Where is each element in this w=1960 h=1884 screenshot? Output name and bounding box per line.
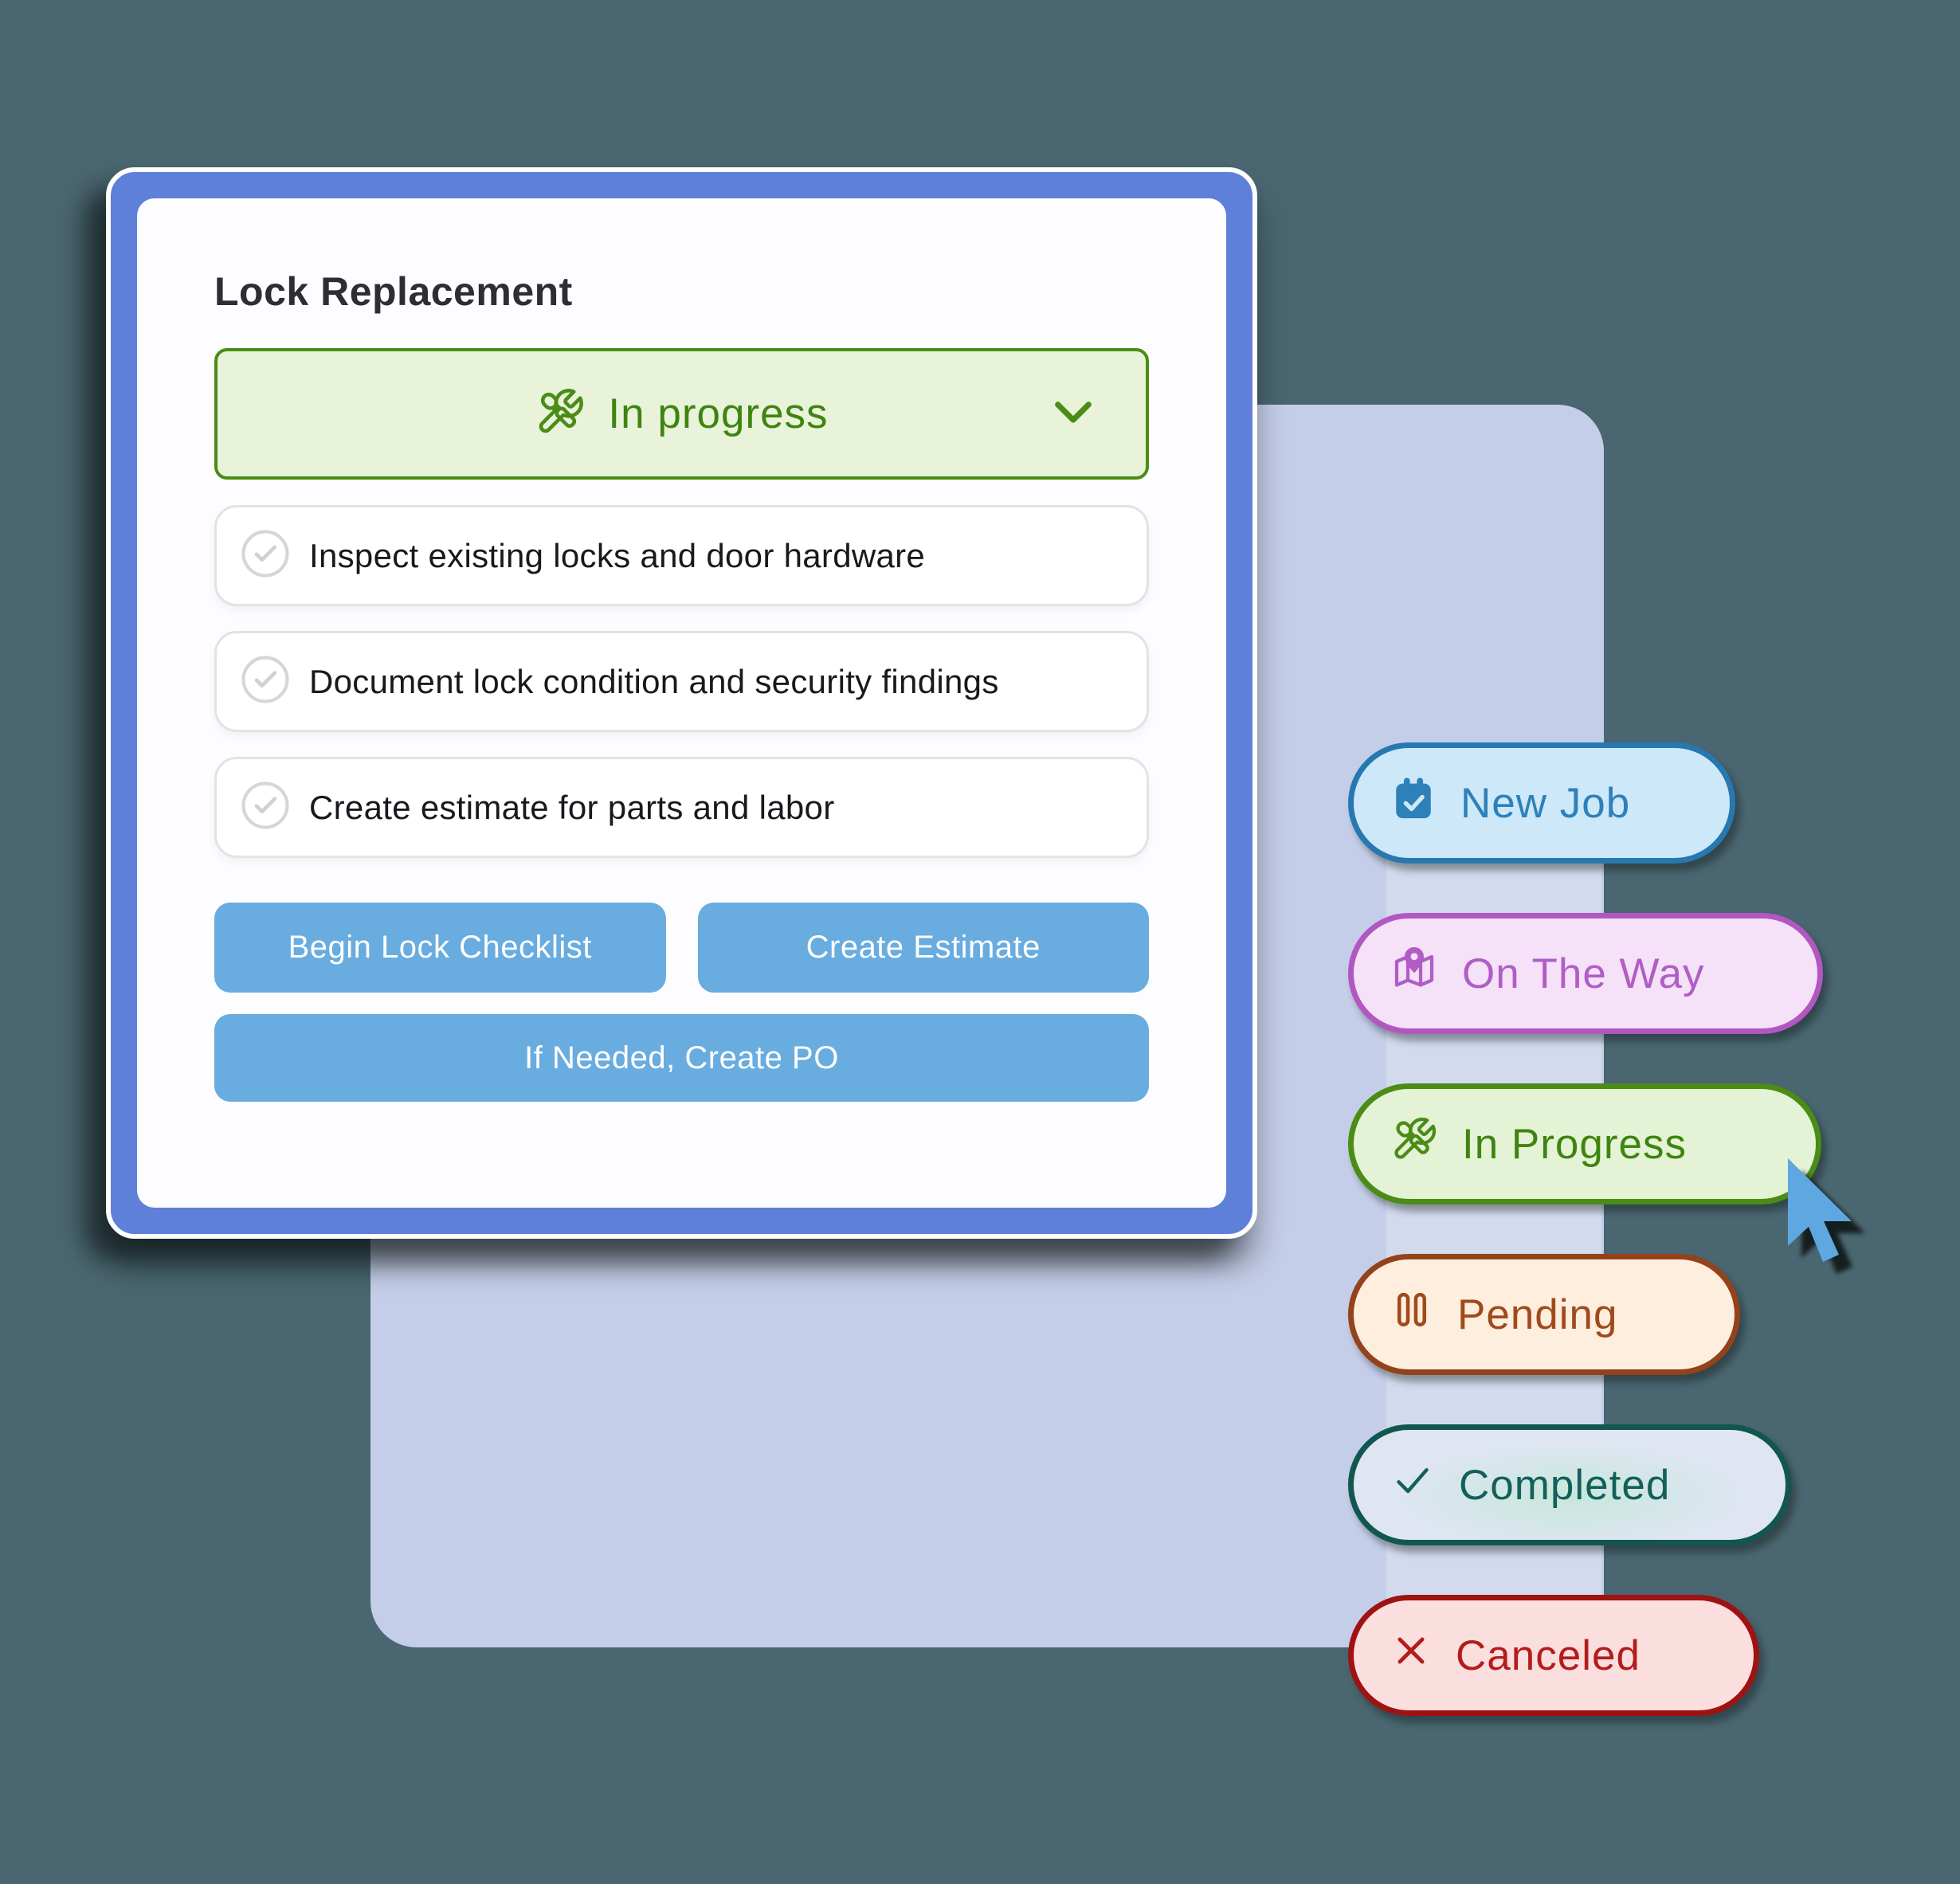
- create-estimate-button[interactable]: Create Estimate: [697, 903, 1149, 993]
- status-pill-in-progress[interactable]: In Progress: [1348, 1083, 1821, 1204]
- checklist-item-label: Document lock condition and security fin…: [309, 662, 999, 700]
- action-button-row: Begin Lock Checklist Create Estimate: [214, 903, 1149, 993]
- check-icon: [1390, 1458, 1435, 1513]
- circle-check-icon: [239, 653, 292, 710]
- status-pill-label: Completed: [1459, 1461, 1671, 1509]
- status-pill-label: New Job: [1460, 779, 1631, 827]
- job-card-body: Lock Replacement In progress: [137, 198, 1226, 1208]
- page-title: Lock Replacement: [214, 269, 573, 314]
- status-dropdown[interactable]: In progress: [214, 348, 1149, 480]
- map-pin-icon: [1390, 945, 1438, 1003]
- status-pill-pending[interactable]: Pending: [1348, 1254, 1740, 1375]
- checklist-item-label: Create estimate for parts and labor: [309, 788, 835, 826]
- circle-check-icon: [239, 779, 292, 836]
- checklist-item-estimate[interactable]: Create estimate for parts and labor: [214, 757, 1149, 858]
- tools-icon: [1390, 1115, 1438, 1173]
- job-card: Lock Replacement In progress: [106, 167, 1257, 1239]
- status-pill-label: In Progress: [1462, 1120, 1688, 1168]
- chevron-down-icon: [1047, 386, 1100, 442]
- x-icon: [1390, 1630, 1432, 1682]
- status-pill-canceled[interactable]: Canceled: [1348, 1595, 1759, 1716]
- status-pill-completed[interactable]: Completed: [1348, 1424, 1791, 1545]
- checklist-item-inspect[interactable]: Inspect existing locks and door hardware: [214, 505, 1149, 606]
- status-pill-label: On The Way: [1462, 950, 1705, 997]
- checklist-item-document[interactable]: Document lock condition and security fin…: [214, 631, 1149, 732]
- circle-check-icon: [239, 527, 292, 584]
- cursor-pointer-icon: [1782, 1157, 1861, 1288]
- begin-lock-checklist-button[interactable]: Begin Lock Checklist: [214, 903, 666, 993]
- status-pill-label: Canceled: [1456, 1631, 1641, 1679]
- create-po-button[interactable]: If Needed, Create PO: [214, 1014, 1149, 1102]
- status-pill-label: Pending: [1457, 1291, 1618, 1338]
- tools-icon: [535, 386, 586, 441]
- status-pill-on-the-way[interactable]: On The Way: [1348, 913, 1823, 1034]
- status-pill-new-job[interactable]: New Job: [1348, 742, 1735, 864]
- pause-icon: [1390, 1288, 1433, 1342]
- calendar-check-icon: [1390, 775, 1437, 832]
- checklist-item-label: Inspect existing locks and door hardware: [309, 536, 926, 574]
- checklist: Inspect existing locks and door hardware…: [214, 505, 1149, 858]
- status-dropdown-value: In progress: [608, 390, 829, 437]
